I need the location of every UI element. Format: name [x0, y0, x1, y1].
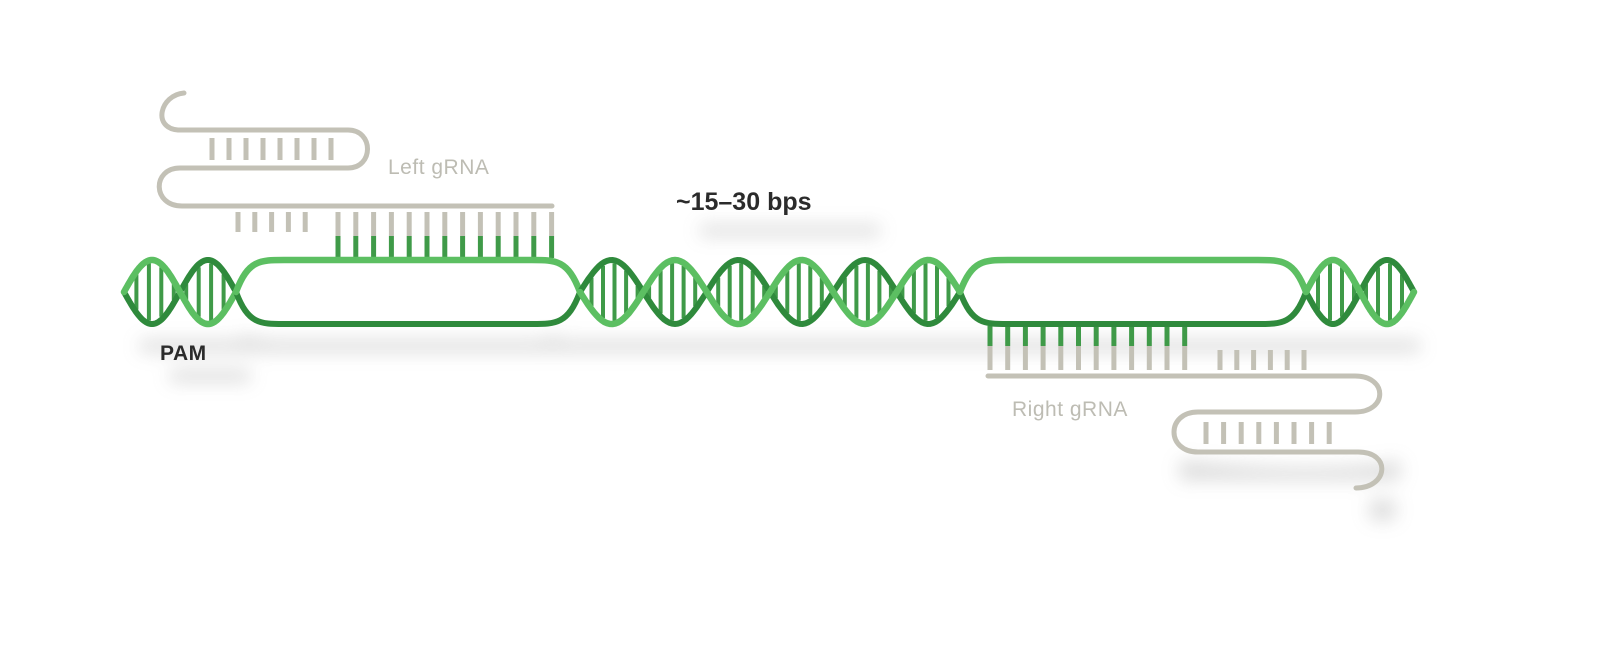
bubble-right-bottom-strand — [957, 289, 1309, 327]
left-grna-label: Left gRNA — [388, 156, 489, 179]
pam-label: PAM — [160, 342, 207, 365]
dna-layer — [120, 256, 1418, 328]
right-grna-backbone — [985, 373, 1385, 491]
drop-shadow — [140, 225, 1420, 520]
shadow-shape — [700, 225, 880, 236]
grna-layer — [156, 90, 1385, 491]
shadow-shape — [240, 335, 560, 348]
left-grna-backbone — [156, 90, 555, 209]
bubble-left-top-strand — [232, 256, 584, 296]
spacer-length-label: ~15–30 bps — [676, 188, 812, 216]
bubble-right-top-strand — [956, 256, 1310, 296]
bubble-left-bottom-strand — [233, 289, 583, 327]
shadow-shape — [1370, 500, 1395, 520]
shadow-shape — [170, 370, 250, 382]
helix-middle-front-strand — [576, 256, 964, 328]
shadow-shape — [140, 340, 1420, 352]
right-grna-label: Right gRNA — [1012, 398, 1128, 421]
helix-left-front-strand — [120, 256, 240, 328]
helix-right-front-strand — [1302, 256, 1418, 328]
shadow-shape — [1180, 460, 1400, 480]
